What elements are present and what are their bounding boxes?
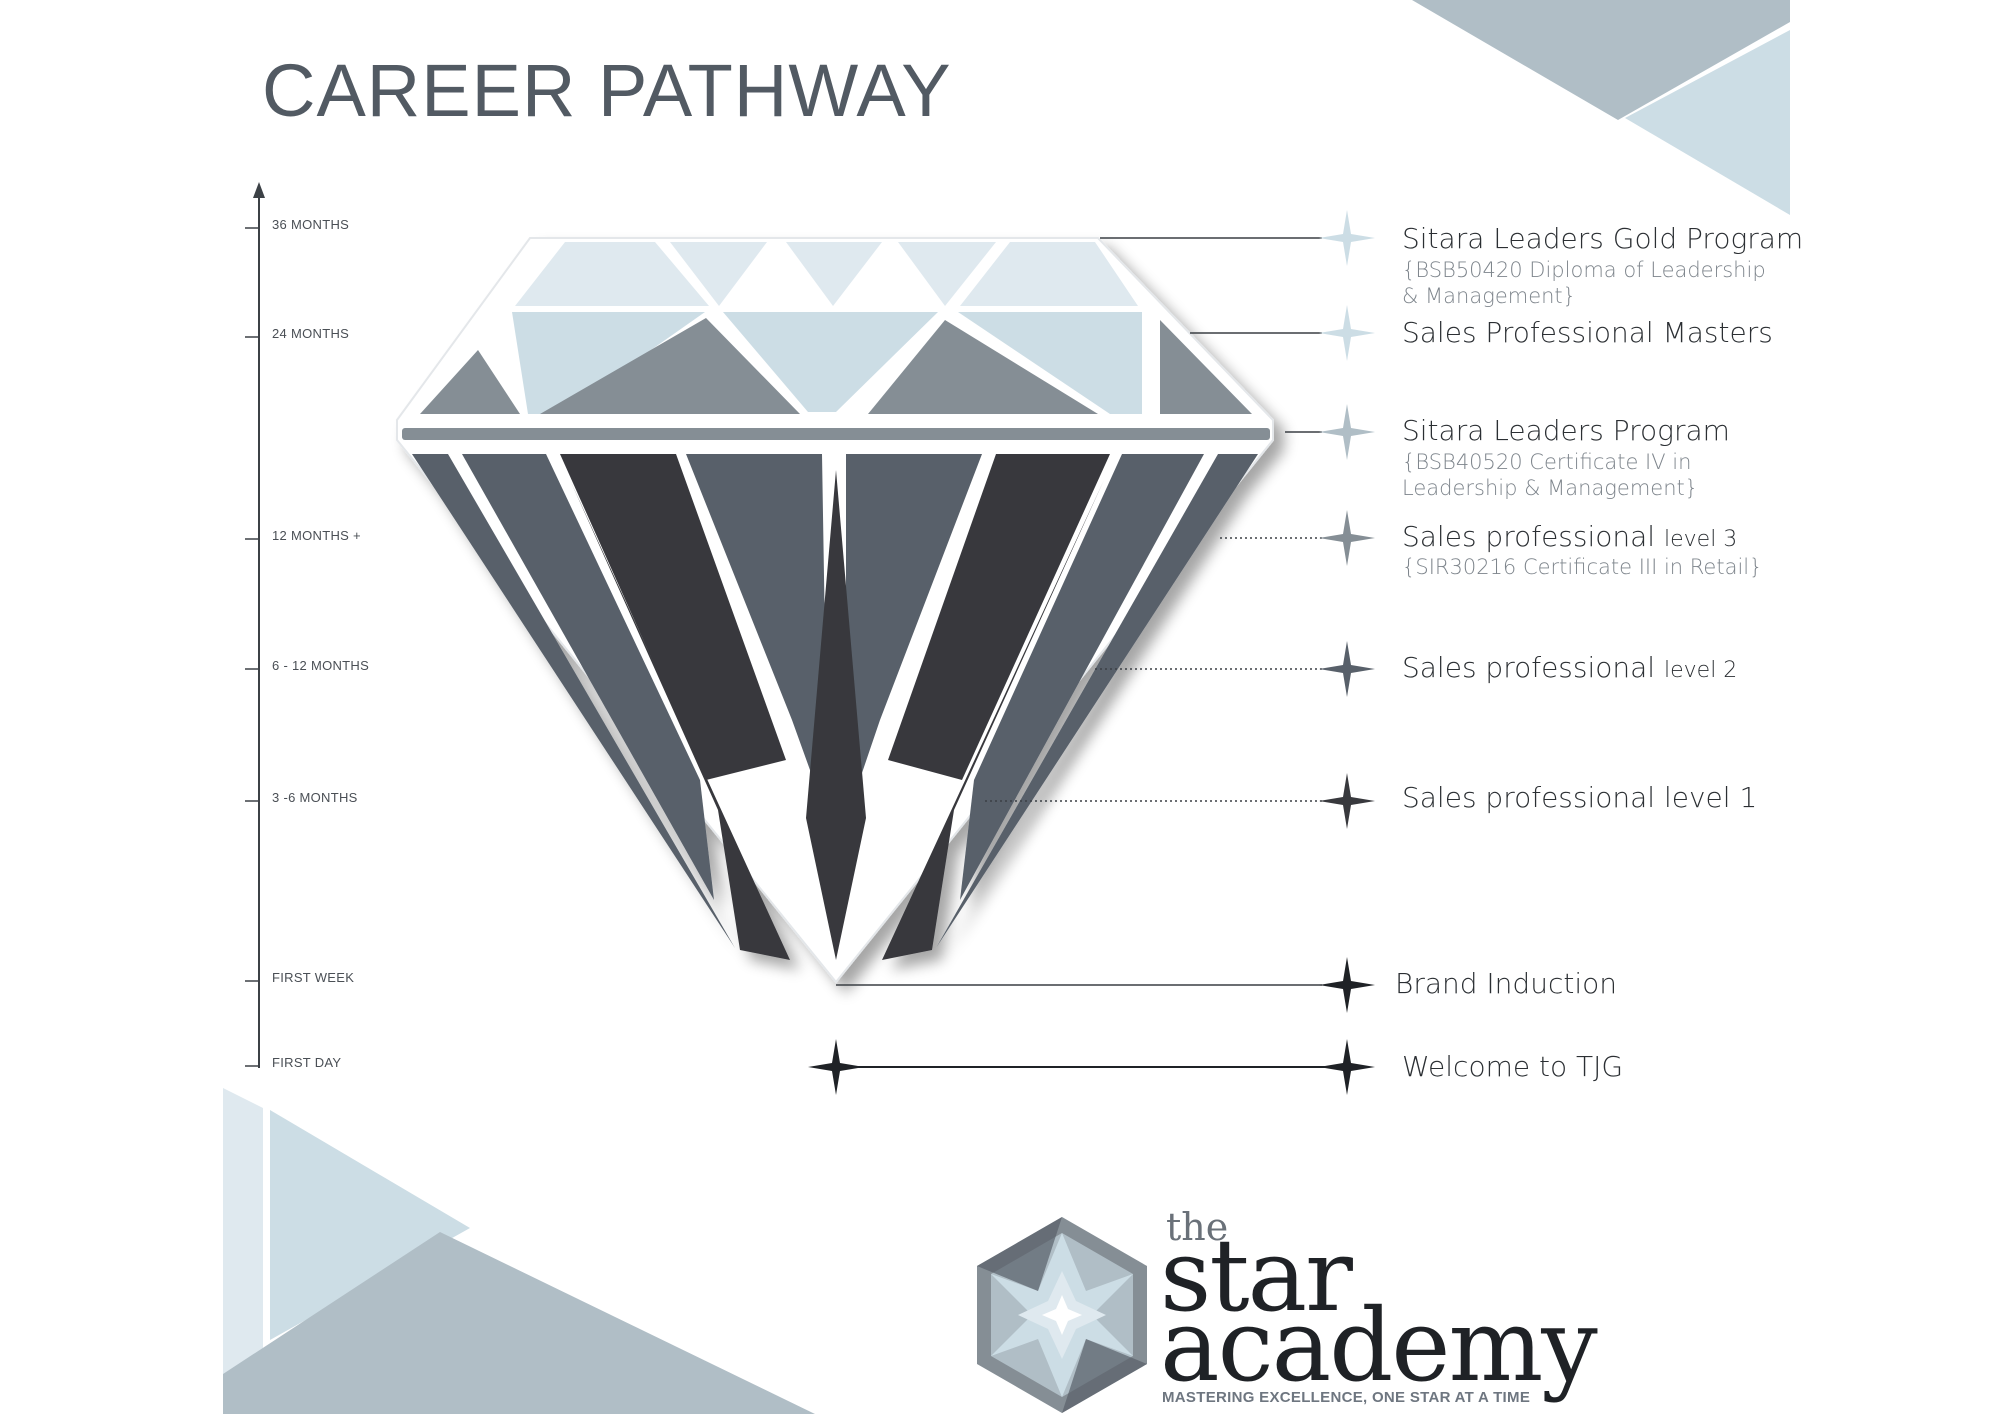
milestone-level2-title: Sales professional level 2: [1402, 651, 1737, 684]
star-icon: [1319, 210, 1375, 266]
star-icon: [1319, 510, 1375, 566]
axis-label-3-6-months: 3 -6 MONTHS: [272, 790, 358, 805]
logo-the: the: [1166, 1205, 1228, 1249]
milestone-masters-title: Sales Professional Masters: [1402, 316, 1773, 349]
timeline-axis: 36 MONTHS 24 MONTHS 12 MONTHS + 6 - 12 M…: [245, 182, 369, 1070]
star-icon: [1319, 641, 1375, 697]
corner-decoration-bottom-left: [223, 1088, 815, 1414]
milestone-labels: Sitara Leaders Gold Program {BSB50420 Di…: [1395, 222, 1803, 1083]
star-icon: [1319, 773, 1375, 829]
connector-lines: [836, 237, 1345, 1068]
star-academy-logo: the star academy MASTERING EXCELLENCE, O…: [977, 1205, 1600, 1413]
milestone-gold-sub1: {BSB50420 Diploma of Leadership: [1402, 258, 1766, 282]
star-icon: [1319, 1039, 1375, 1095]
axis-label-first-week: FIRST WEEK: [272, 970, 354, 985]
axis-label-first-day: FIRST DAY: [272, 1055, 341, 1070]
star-icon: [1319, 305, 1375, 361]
milestone-level3-title: Sales professional level 3: [1402, 520, 1737, 553]
star-icon: [1319, 404, 1375, 460]
arrow-up-icon: [253, 182, 265, 198]
axis-label-36-months: 36 MONTHS: [272, 217, 349, 232]
star-icon: [808, 1039, 864, 1095]
corner-decoration-top-right: [1412, 0, 1790, 215]
milestone-leaders-sub1: {BSB40520 Certificate IV in: [1402, 450, 1691, 474]
page-title: CAREER PATHWAY: [262, 49, 952, 132]
milestone-gold-title: Sitara Leaders Gold Program: [1402, 222, 1803, 255]
milestone-stars: [808, 210, 1375, 1095]
milestone-welcome-title: Welcome to TJG: [1402, 1050, 1623, 1083]
axis-label-12-months: 12 MONTHS +: [272, 528, 361, 543]
milestone-level3-sub1: {SIR30216 Certificate III in Retail}: [1402, 555, 1763, 579]
milestone-leaders-title: Sitara Leaders Program: [1402, 414, 1730, 447]
logo-academy: academy: [1160, 1287, 1598, 1404]
milestone-induction-title: Brand Induction: [1395, 967, 1617, 1000]
logo-star: star: [1160, 1217, 1353, 1334]
milestone-level1-title: Sales professional level 1: [1402, 781, 1757, 814]
axis-label-6-12-months: 6 - 12 MONTHS: [272, 658, 369, 673]
star-academy-emblem-icon: [977, 1217, 1147, 1413]
star-icon: [1319, 957, 1375, 1013]
milestone-gold-sub2: & Management}: [1402, 284, 1576, 308]
milestone-leaders-sub2: Leadership & Management}: [1402, 476, 1698, 500]
diamond-illustration: [396, 237, 1274, 984]
axis-label-24-months: 24 MONTHS: [272, 326, 349, 341]
logo-tagline: MASTERING EXCELLENCE, ONE STAR AT A TIME: [1162, 1389, 1530, 1406]
